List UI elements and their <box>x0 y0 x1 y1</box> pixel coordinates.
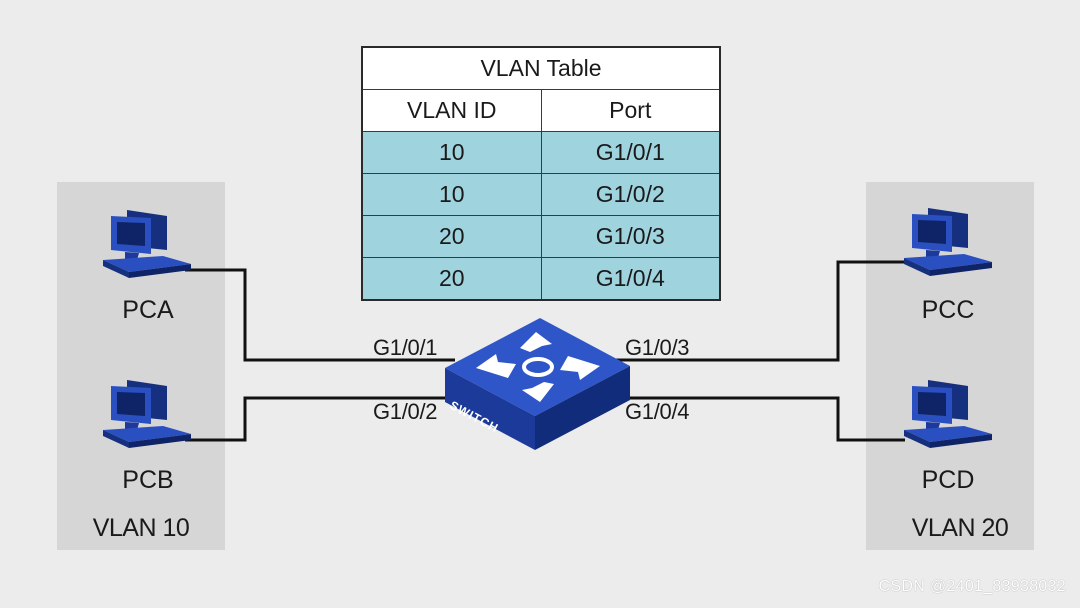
pcd-label: PCD <box>921 466 975 494</box>
pca-label: PCA <box>122 296 174 324</box>
switch-icon <box>445 318 630 450</box>
port-cell: G1/0/4 <box>540 257 721 301</box>
port-label-g1-0-1: G1/0/1 <box>373 335 438 360</box>
pcb-label: PCB <box>122 466 174 494</box>
vlan-id-cell: 20 <box>361 215 542 258</box>
pcb-computer-icon <box>103 380 191 448</box>
column-header-vlan-id: VLAN ID <box>361 89 542 132</box>
vlan-10-label: VLAN 10 <box>92 514 190 542</box>
pca-computer-icon <box>103 210 191 278</box>
port-cell: G1/0/3 <box>540 215 721 258</box>
vlan-table: VLAN Table VLAN ID Port 10 G1/0/1 10 G1/… <box>361 46 721 301</box>
table-row: 10 G1/0/1 <box>361 131 721 174</box>
port-label-g1-0-4: G1/0/4 <box>625 399 690 424</box>
pcc-label: PCC <box>921 296 975 324</box>
watermark: CSDN @2401_83938032 <box>878 578 1066 595</box>
port-label-g1-0-2: G1/0/2 <box>373 399 438 424</box>
vlan-table-title: VLAN Table <box>361 46 721 90</box>
vlan-id-cell: 20 <box>361 257 542 301</box>
pcd-computer-icon <box>904 380 992 448</box>
column-header-port: Port <box>540 89 721 132</box>
link-pca-g1-0-1 <box>185 268 455 362</box>
table-row: 20 G1/0/3 <box>361 215 721 258</box>
port-cell: G1/0/2 <box>540 173 721 216</box>
vlan-id-cell: 10 <box>361 131 542 174</box>
pcc-computer-icon <box>904 208 992 276</box>
table-row: 20 G1/0/4 <box>361 257 721 301</box>
link-pcb-g1-0-2 <box>185 396 455 442</box>
vlan-id-cell: 10 <box>361 173 542 216</box>
link-pcc-g1-0-3 <box>615 260 905 362</box>
link-pcd-g1-0-4 <box>615 396 905 442</box>
vlan-20-label: VLAN 20 <box>911 514 1009 542</box>
table-row: 10 G1/0/2 <box>361 173 721 216</box>
port-label-g1-0-3: G1/0/3 <box>625 335 690 360</box>
port-cell: G1/0/1 <box>540 131 721 174</box>
